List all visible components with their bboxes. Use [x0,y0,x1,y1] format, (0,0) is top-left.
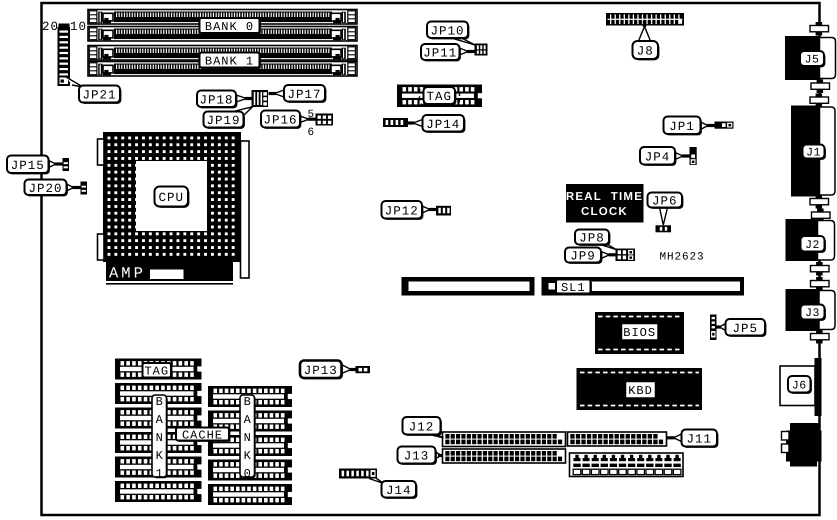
svg-text:SL1: SL1 [561,281,586,295]
svg-text:JP13: JP13 [304,364,338,378]
svg-text:J14: J14 [386,484,412,498]
svg-text:KBD: KBD [628,384,653,398]
svg-text:JP18: JP18 [199,93,233,107]
svg-text:JP10: JP10 [430,24,464,38]
svg-text:BANK 1: BANK 1 [205,54,254,68]
svg-text:TAG: TAG [426,90,452,104]
svg-text:MH2623: MH2623 [660,252,705,264]
svg-text:N: N [156,431,163,445]
svg-text:JP6: JP6 [652,195,678,209]
svg-text:J5: J5 [805,54,820,67]
svg-text:N: N [244,431,251,445]
svg-text:CACHE: CACHE [182,428,223,442]
svg-text:6: 6 [308,127,316,139]
svg-text:JP21: JP21 [82,89,116,103]
svg-text:B: B [156,395,163,409]
svg-text:A: A [156,413,164,427]
svg-text:JP12: JP12 [385,204,419,218]
svg-text:J2: J2 [805,239,820,252]
svg-text:1: 1 [156,467,163,481]
svg-text:CLOCK: CLOCK [581,206,628,218]
svg-text:5: 5 [308,109,316,121]
svg-text:TAG: TAG [144,365,169,379]
svg-text:AMP: AMP [109,265,146,283]
svg-text:J11: J11 [686,433,712,447]
svg-text:J8: J8 [637,45,654,59]
svg-text:K: K [156,449,164,463]
svg-text:REAL TIME: REAL TIME [566,191,643,203]
svg-text:A: A [244,413,252,427]
svg-text:20: 20 [42,20,59,34]
svg-text:J12: J12 [409,420,435,434]
svg-text:JP8: JP8 [579,232,605,246]
svg-text:JP9: JP9 [570,250,596,264]
svg-text:JP19: JP19 [206,114,240,128]
svg-text:JP11: JP11 [423,47,457,61]
svg-text:K: K [244,449,252,463]
svg-text:B: B [244,395,251,409]
svg-text:JP15: JP15 [11,159,45,173]
svg-text:JP16: JP16 [263,114,297,128]
svg-text:CPU: CPU [158,191,184,205]
svg-text:BIOS: BIOS [623,326,656,340]
svg-text:JP4: JP4 [645,150,671,164]
svg-text:J13: J13 [404,450,430,464]
svg-text:JP17: JP17 [287,88,321,102]
svg-text:J1: J1 [806,147,821,160]
svg-text:JP1: JP1 [669,120,695,134]
svg-text:0: 0 [244,467,251,481]
svg-text:J6: J6 [792,379,807,392]
svg-text:J3: J3 [805,307,820,320]
svg-text:JP14: JP14 [426,118,460,132]
svg-text:JP5: JP5 [732,322,758,336]
svg-text:10: 10 [70,20,87,34]
svg-text:JP20: JP20 [28,182,62,196]
svg-text:BANK 0: BANK 0 [205,20,254,34]
